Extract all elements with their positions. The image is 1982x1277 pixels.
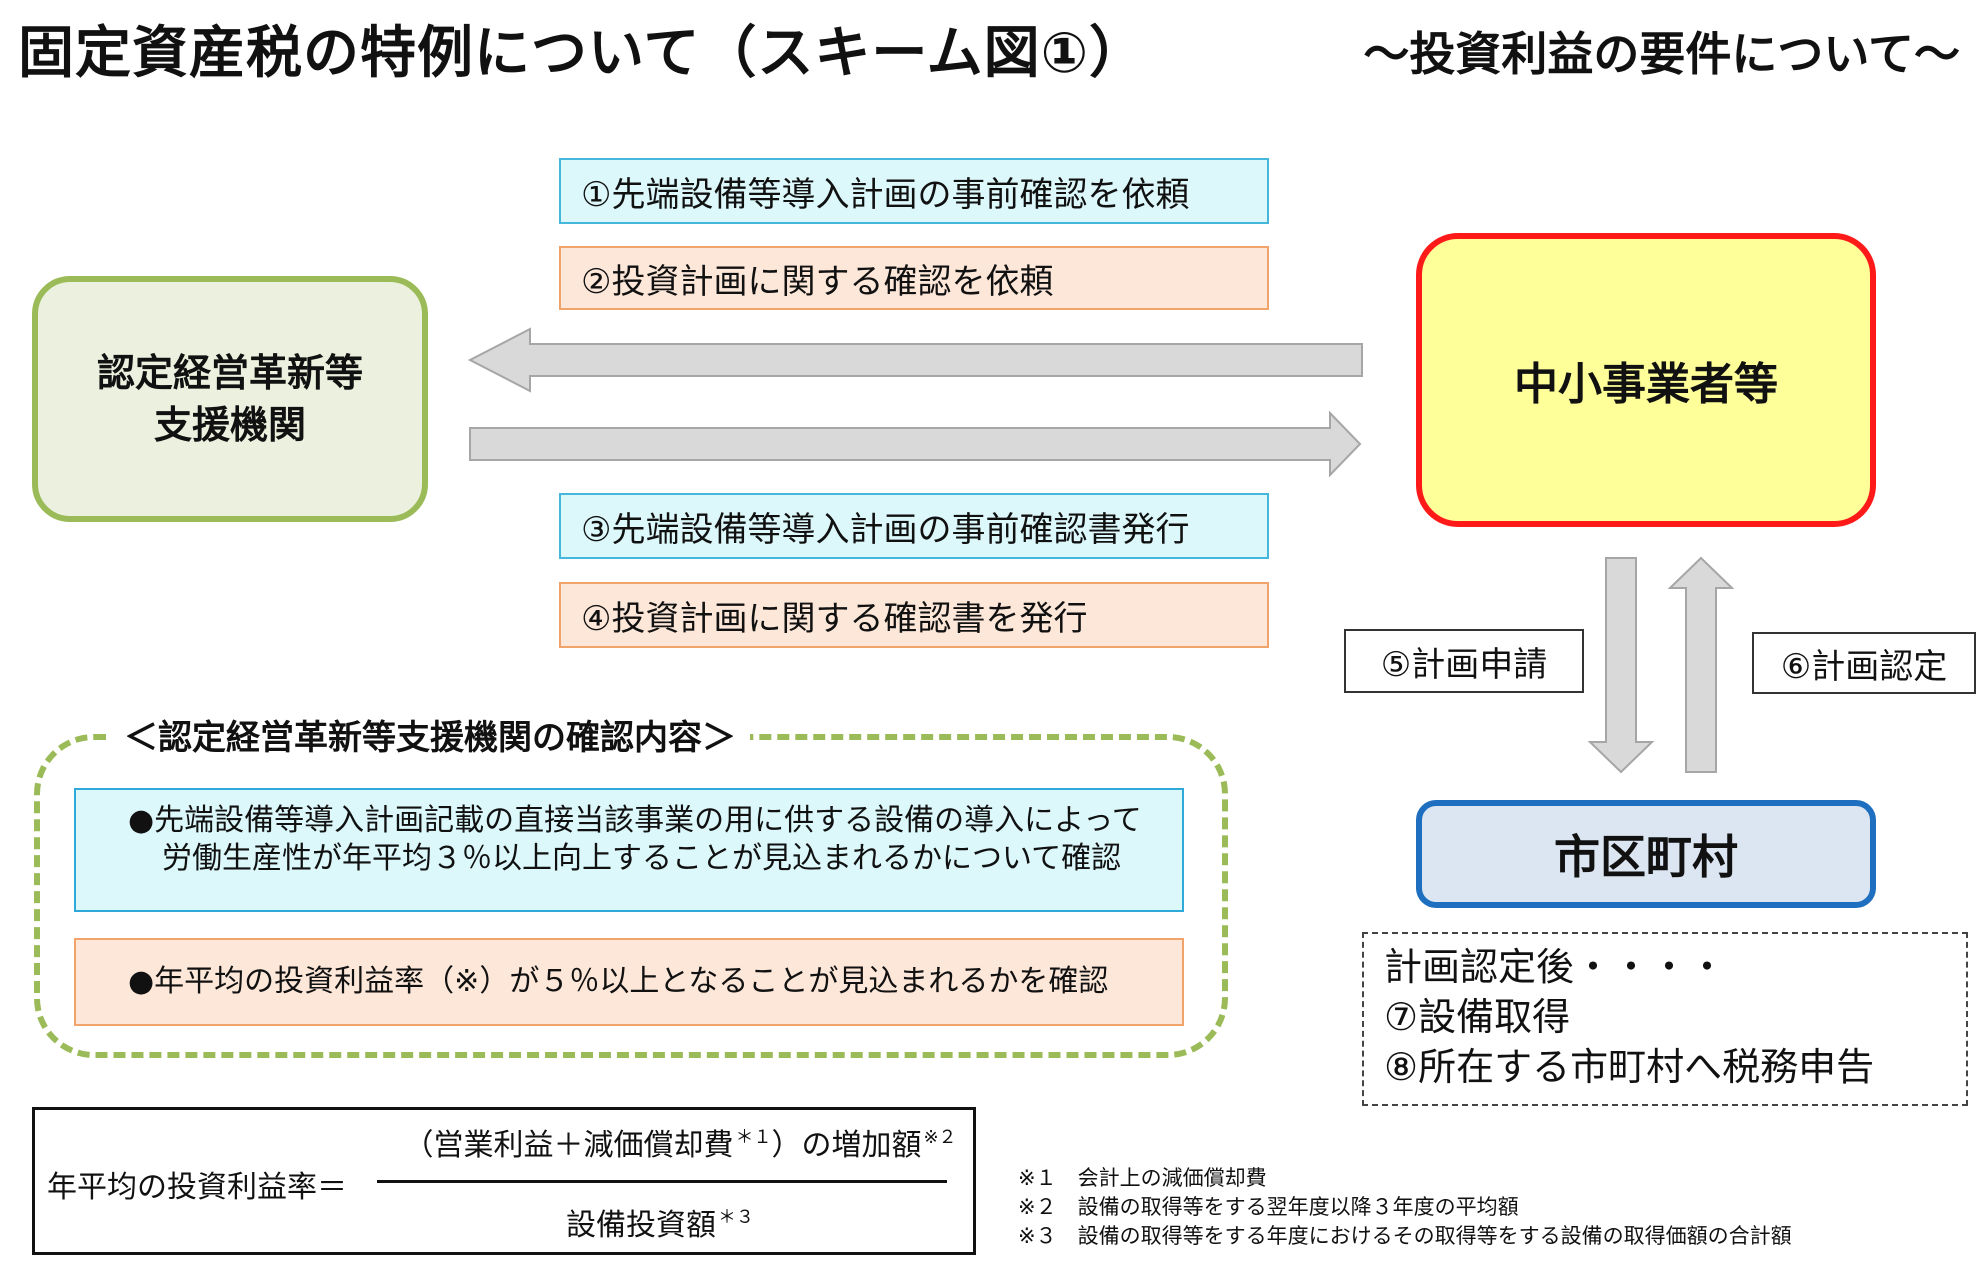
confirmation-item-roi: ●年平均の投資利益率（※）が５％以上となることが見込まれるかを確認 <box>74 938 1184 1026</box>
formula-numerator-tail: ）の増加額 <box>771 1128 922 1163</box>
footnotes: ※１ 会計上の減価償却費 ※２ 設備の取得等をする翌年度以降３年度の平均額 ※３… <box>1018 1164 1792 1251</box>
step-5-plan-application: ⑤計画申請 <box>1344 629 1584 693</box>
step-4-issue-investment-confirmation: ④投資計画に関する確認書を発行 <box>559 582 1269 648</box>
confirmation-item-productivity-line2: 労働生産性が年平均３％以上向上することが見込まれるかについて確認 <box>162 841 1122 876</box>
page-title: 固定資産税の特例について（スキーム図①） <box>18 21 1147 86</box>
confirmation-title: ＜認定経営革新等支援機関の確認内容＞ <box>110 710 750 759</box>
support-agency-label-line2: 支援機関 <box>153 403 306 447</box>
footnote-2: ※２ 設備の取得等をする翌年度以降３年度の平均額 <box>1018 1195 1519 1219</box>
formula-sup-1: ＊１ <box>735 1127 772 1148</box>
support-agency-label-line1: 認定経営革新等 <box>96 351 363 395</box>
formula-denominator: 設備投資額＊３ <box>375 1200 945 1244</box>
arrow-right-to-sme <box>469 410 1362 478</box>
confirmation-item-roi-text: ●年平均の投資利益率（※）が５％以上となることが見込まれるかを確認 <box>128 964 1109 999</box>
roi-formula-box: 年平均の投資利益率＝ （営業利益＋減価償却費＊１）の増加額※２ 設備投資額＊３ <box>32 1107 976 1255</box>
confirmation-item-productivity: ●先端設備等導入計画記載の直接当該事業の用に供する設備の導入によって 労働生産性… <box>74 788 1184 912</box>
confirmation-item-productivity-line1: ●先端設備等導入計画記載の直接当該事業の用に供する設備の導入によって <box>128 803 1142 838</box>
arrow-up-to-sme <box>1667 556 1735 773</box>
after-approval-line1: 計画認定後・・・・ <box>1384 945 1727 989</box>
support-agency-box: 認定経営革新等 支援機関 <box>32 276 428 522</box>
page-subtitle: ～投資利益の要件について～ <box>1363 27 1960 81</box>
formula-sup-3: ＊３ <box>718 1207 754 1228</box>
sme-box: 中小事業者等 <box>1416 233 1876 527</box>
step-3-issue-preconfirmation: ③先端設備等導入計画の事前確認書発行 <box>559 493 1269 559</box>
step-2-request-investment-check: ②投資計画に関する確認を依頼 <box>559 246 1269 310</box>
after-approval-box: 計画認定後・・・・ ⑦設備取得 ⑧所在する市町村へ税務申告 <box>1362 932 1968 1106</box>
after-approval-line2: ⑦設備取得 <box>1384 995 1571 1039</box>
arrow-down-to-city <box>1587 557 1655 774</box>
after-approval-line3: ⑧所在する市町村へ税務申告 <box>1384 1045 1875 1089</box>
municipality-box: 市区町村 <box>1416 800 1876 908</box>
footnote-1: ※１ 会計上の減価償却費 <box>1018 1166 1267 1190</box>
formula-numerator: （営業利益＋減価償却費＊１）の増加額※２ <box>375 1120 985 1164</box>
municipality-label: 市区町村 <box>1554 830 1738 884</box>
formula-sup-2: ※２ <box>923 1127 957 1148</box>
footnote-3: ※３ 設備の取得等をする年度におけるその取得等をする設備の取得価額の合計額 <box>1018 1224 1792 1248</box>
step-6-plan-approval: ⑥計画認定 <box>1752 632 1976 694</box>
formula-fraction-bar <box>377 1180 947 1183</box>
arrow-left-to-support-agency <box>467 327 1363 393</box>
formula-label: 年平均の投資利益率＝ <box>47 1170 347 1205</box>
formula-numerator-text: （営業利益＋減価償却費 <box>403 1128 734 1163</box>
sme-label: 中小事業者等 <box>1514 359 1778 410</box>
formula-denominator-text: 設備投資額 <box>566 1208 716 1243</box>
step-1-request-preconfirmation: ①先端設備等導入計画の事前確認を依頼 <box>559 158 1269 224</box>
